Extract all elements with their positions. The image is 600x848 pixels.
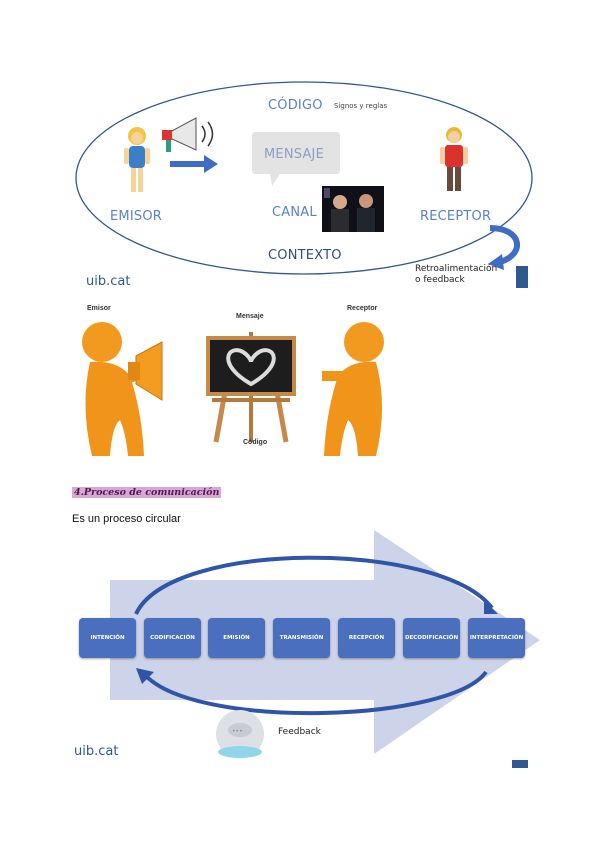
step-recepcion: RECEPCIÓN bbox=[338, 618, 395, 658]
step-emision: EMISIÓN bbox=[208, 618, 265, 658]
ellipse-frame bbox=[75, 81, 533, 275]
orange-emisor-figure bbox=[82, 322, 163, 456]
message-bubble bbox=[252, 132, 340, 186]
retro-line1: Retroalimentación bbox=[415, 264, 498, 274]
mensaje-caption: Mensaje bbox=[236, 313, 264, 320]
contexto-label: CONTEXTO bbox=[268, 248, 342, 263]
source-label-1: uib.cat bbox=[86, 274, 131, 289]
receptor-label: RECEPTOR bbox=[420, 209, 492, 224]
section-intro: Es un proceso circular bbox=[72, 513, 181, 525]
send-arrow-icon bbox=[170, 155, 218, 173]
step-intencion: INTENCIÓN bbox=[79, 618, 136, 658]
source-label-2: uib.cat bbox=[74, 744, 119, 759]
easel-heart-board bbox=[206, 332, 296, 443]
section-heading-text: 4.Proceso de comunicación bbox=[72, 487, 222, 498]
receptor-caption: Receptor bbox=[347, 305, 378, 312]
canal-label: CANAL bbox=[272, 205, 317, 220]
section-heading: 4.Proceso de comunicación bbox=[72, 482, 222, 500]
smart-speaker-icon: ••• bbox=[216, 710, 264, 758]
emisor-caption: Emisor bbox=[87, 305, 111, 312]
mensaje-label: MENSAJE bbox=[264, 147, 324, 162]
tv-photo bbox=[322, 186, 384, 232]
step-transmision: TRANSMISIÓN bbox=[273, 618, 330, 658]
codigo-label: CÓDIGO bbox=[268, 98, 323, 113]
feedback-curved-arrow-icon bbox=[488, 225, 528, 288]
svg-text:•••: ••• bbox=[232, 728, 243, 735]
megaphone-icon bbox=[162, 117, 214, 152]
receptor-person-icon bbox=[440, 127, 468, 191]
emisor-label: EMISOR bbox=[110, 209, 162, 224]
emisor-person-icon bbox=[124, 127, 150, 192]
step-interpretacion: INTERPRETACIÓN bbox=[468, 618, 525, 658]
retroalimentacion-label: Retroalimentación o feedback bbox=[415, 264, 497, 286]
signos-label: Signos y reglas bbox=[334, 102, 388, 110]
orange-receptor-figure bbox=[322, 322, 384, 456]
feedback-label: Feedback bbox=[278, 727, 321, 737]
step-codificacion: CODIFICACIÓN bbox=[144, 618, 201, 658]
codigo-caption: Código bbox=[243, 439, 268, 446]
retro-line2: o feedback bbox=[415, 275, 465, 285]
step-decodificacion: DECODIFICACIÓN bbox=[403, 618, 460, 658]
